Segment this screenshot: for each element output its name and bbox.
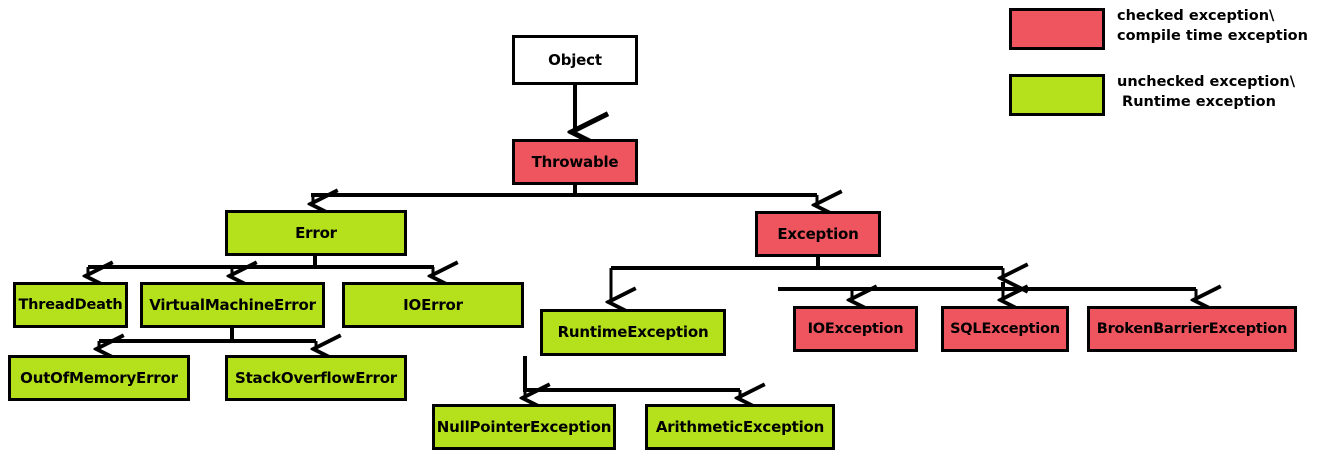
legend-label-unchecked: unchecked exception\ Runtime exception [1117, 73, 1295, 112]
edge-exception-children [611, 257, 1196, 302]
legend-label-checked: checked exception\ compile time exception [1117, 7, 1308, 46]
edge-error-children [88, 256, 434, 276]
edge-virtualmachineerror-children [99, 328, 316, 349]
legend-label-unchecked-line2: Runtime exception [1117, 93, 1276, 110]
node-stackoverflowerror[interactable]: StackOverflowError [225, 355, 407, 401]
node-runtimeexception[interactable]: RuntimeException [540, 309, 726, 356]
node-sqlexception[interactable]: SQLException [941, 306, 1069, 352]
node-ioexception[interactable]: IOException [793, 306, 918, 352]
node-ioerror[interactable]: IOError [342, 282, 524, 328]
legend-label-checked-line1: checked exception\ [1117, 8, 1275, 24]
node-threaddeath[interactable]: ThreadDeath [13, 282, 128, 328]
node-outofmemoryerror[interactable]: OutOfMemoryError [8, 355, 190, 401]
legend-swatch-unchecked [1009, 74, 1105, 116]
edge-runtimeexception-children [523, 356, 740, 398]
node-throwable[interactable]: Throwable [512, 139, 638, 185]
node-error[interactable]: Error [225, 210, 407, 256]
legend-label-checked-line2: compile time exception [1117, 27, 1308, 44]
node-arithmeticexception[interactable]: ArithmeticException [645, 404, 835, 450]
node-object[interactable]: Object [512, 35, 638, 85]
node-exception[interactable]: Exception [755, 211, 881, 257]
node-nullpointerexception[interactable]: NullPointerException [432, 404, 616, 450]
legend-swatch-checked [1009, 8, 1105, 50]
node-virtualmachineerror[interactable]: VirtualMachineError [140, 282, 325, 328]
edge-throwable-children [311, 185, 817, 205]
node-brokenbarrierexception[interactable]: BrokenBarrierException [1087, 306, 1297, 352]
legend-label-unchecked-line1: unchecked exception\ [1117, 74, 1295, 90]
